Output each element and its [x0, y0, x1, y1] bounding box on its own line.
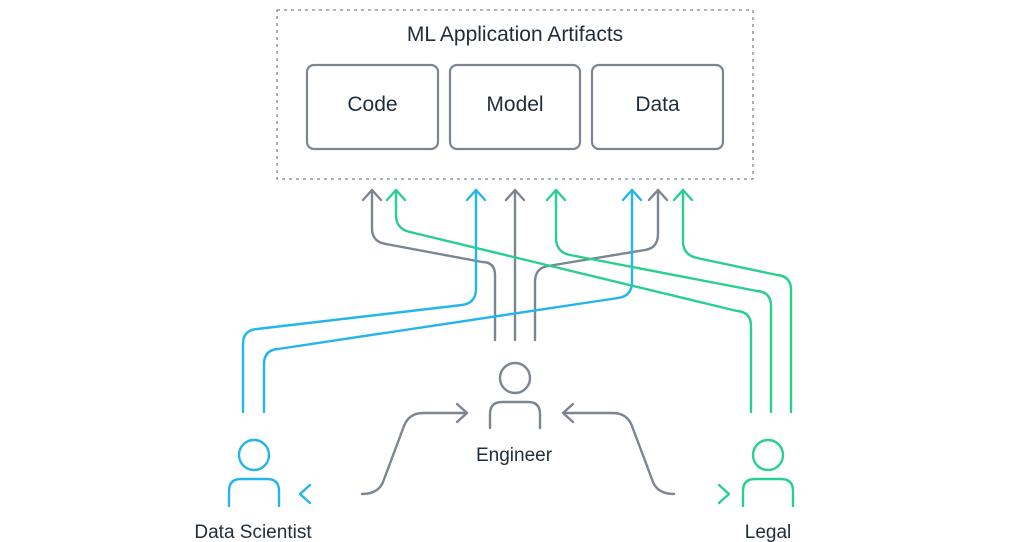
engineer-to-model-arrow [504, 188, 526, 202]
collab-to-engineer-right-arrow [561, 402, 575, 424]
artifact-box-data: Data [590, 63, 725, 151]
legal-to-data-arrow [672, 188, 694, 202]
collab-to-engineer-left-line [360, 411, 469, 496]
container-title: ML Application Artifacts [407, 23, 623, 46]
legal-to-model-line [554, 188, 773, 414]
data-scientist-to-data-arrow [621, 188, 643, 202]
data-scientist-person-icon [227, 438, 281, 508]
engineer-label: Engineer [476, 445, 553, 466]
engineer-to-code-line [370, 188, 497, 342]
engineer-to-data-line [533, 188, 660, 342]
artifact-label-code: Code [347, 93, 397, 116]
legal-to-code-arrow [385, 188, 407, 202]
engineer-to-code-arrow [361, 188, 383, 202]
data-scientist-to-model-line [241, 188, 478, 414]
artifact-label-model: Model [486, 93, 543, 116]
data-scientist-label: Data Scientist [194, 522, 312, 542]
artifacts-container [276, 9, 754, 180]
engineer-to-data-arrow [647, 188, 669, 202]
data-scientist-legal-arrow-right [717, 483, 731, 505]
engineer-person-icon [488, 361, 542, 430]
artifact-label-data: Data [635, 93, 680, 116]
collab-to-engineer-left-arrow [455, 402, 469, 424]
legal-to-code-line [394, 188, 753, 414]
legal-to-data-line [681, 188, 793, 414]
artifact-box-code: Code [305, 63, 440, 151]
collab-to-engineer-right-line [561, 411, 676, 496]
data-scientist-legal-arrow-left [298, 483, 312, 505]
data-scientist-to-data-line [262, 188, 634, 414]
artifact-box-model: Model [448, 63, 582, 151]
legal-label: Legal [745, 522, 792, 542]
data-scientist-to-model-arrow [465, 188, 487, 202]
legal-person-icon [741, 438, 795, 508]
legal-to-model-arrow [545, 188, 567, 202]
